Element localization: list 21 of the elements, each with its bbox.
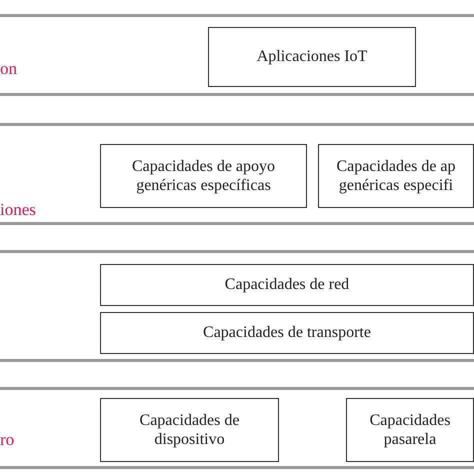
box-label: Capacidades de transporte: [202, 323, 372, 343]
capability-box: [346, 398, 474, 462]
layer-band: [0, 250, 474, 362]
box-label: Aplicaciones IoT: [256, 47, 368, 67]
layer-band: [0, 14, 474, 96]
layer-band: [0, 123, 474, 225]
box-label: Capacidades de dispositivo: [138, 410, 240, 450]
capability-box: [100, 144, 307, 208]
box-label: Capacidades de red: [224, 275, 350, 295]
capability-box: [100, 398, 279, 462]
layer-label: ro: [0, 430, 14, 450]
layer-band: [0, 387, 474, 469]
layer-label: on: [0, 59, 17, 79]
capability-box: [208, 27, 416, 87]
capability-box: [318, 144, 474, 208]
box-label: Capacidades de apoyo genéricas específicas: [130, 156, 276, 196]
box-label: Capacidades de ap genéricas especifi: [335, 156, 457, 196]
capability-box: [100, 264, 474, 306]
box-label: Capacidades pasarela: [368, 410, 452, 450]
capability-box: [100, 312, 474, 354]
layer-label: iones: [0, 200, 36, 220]
